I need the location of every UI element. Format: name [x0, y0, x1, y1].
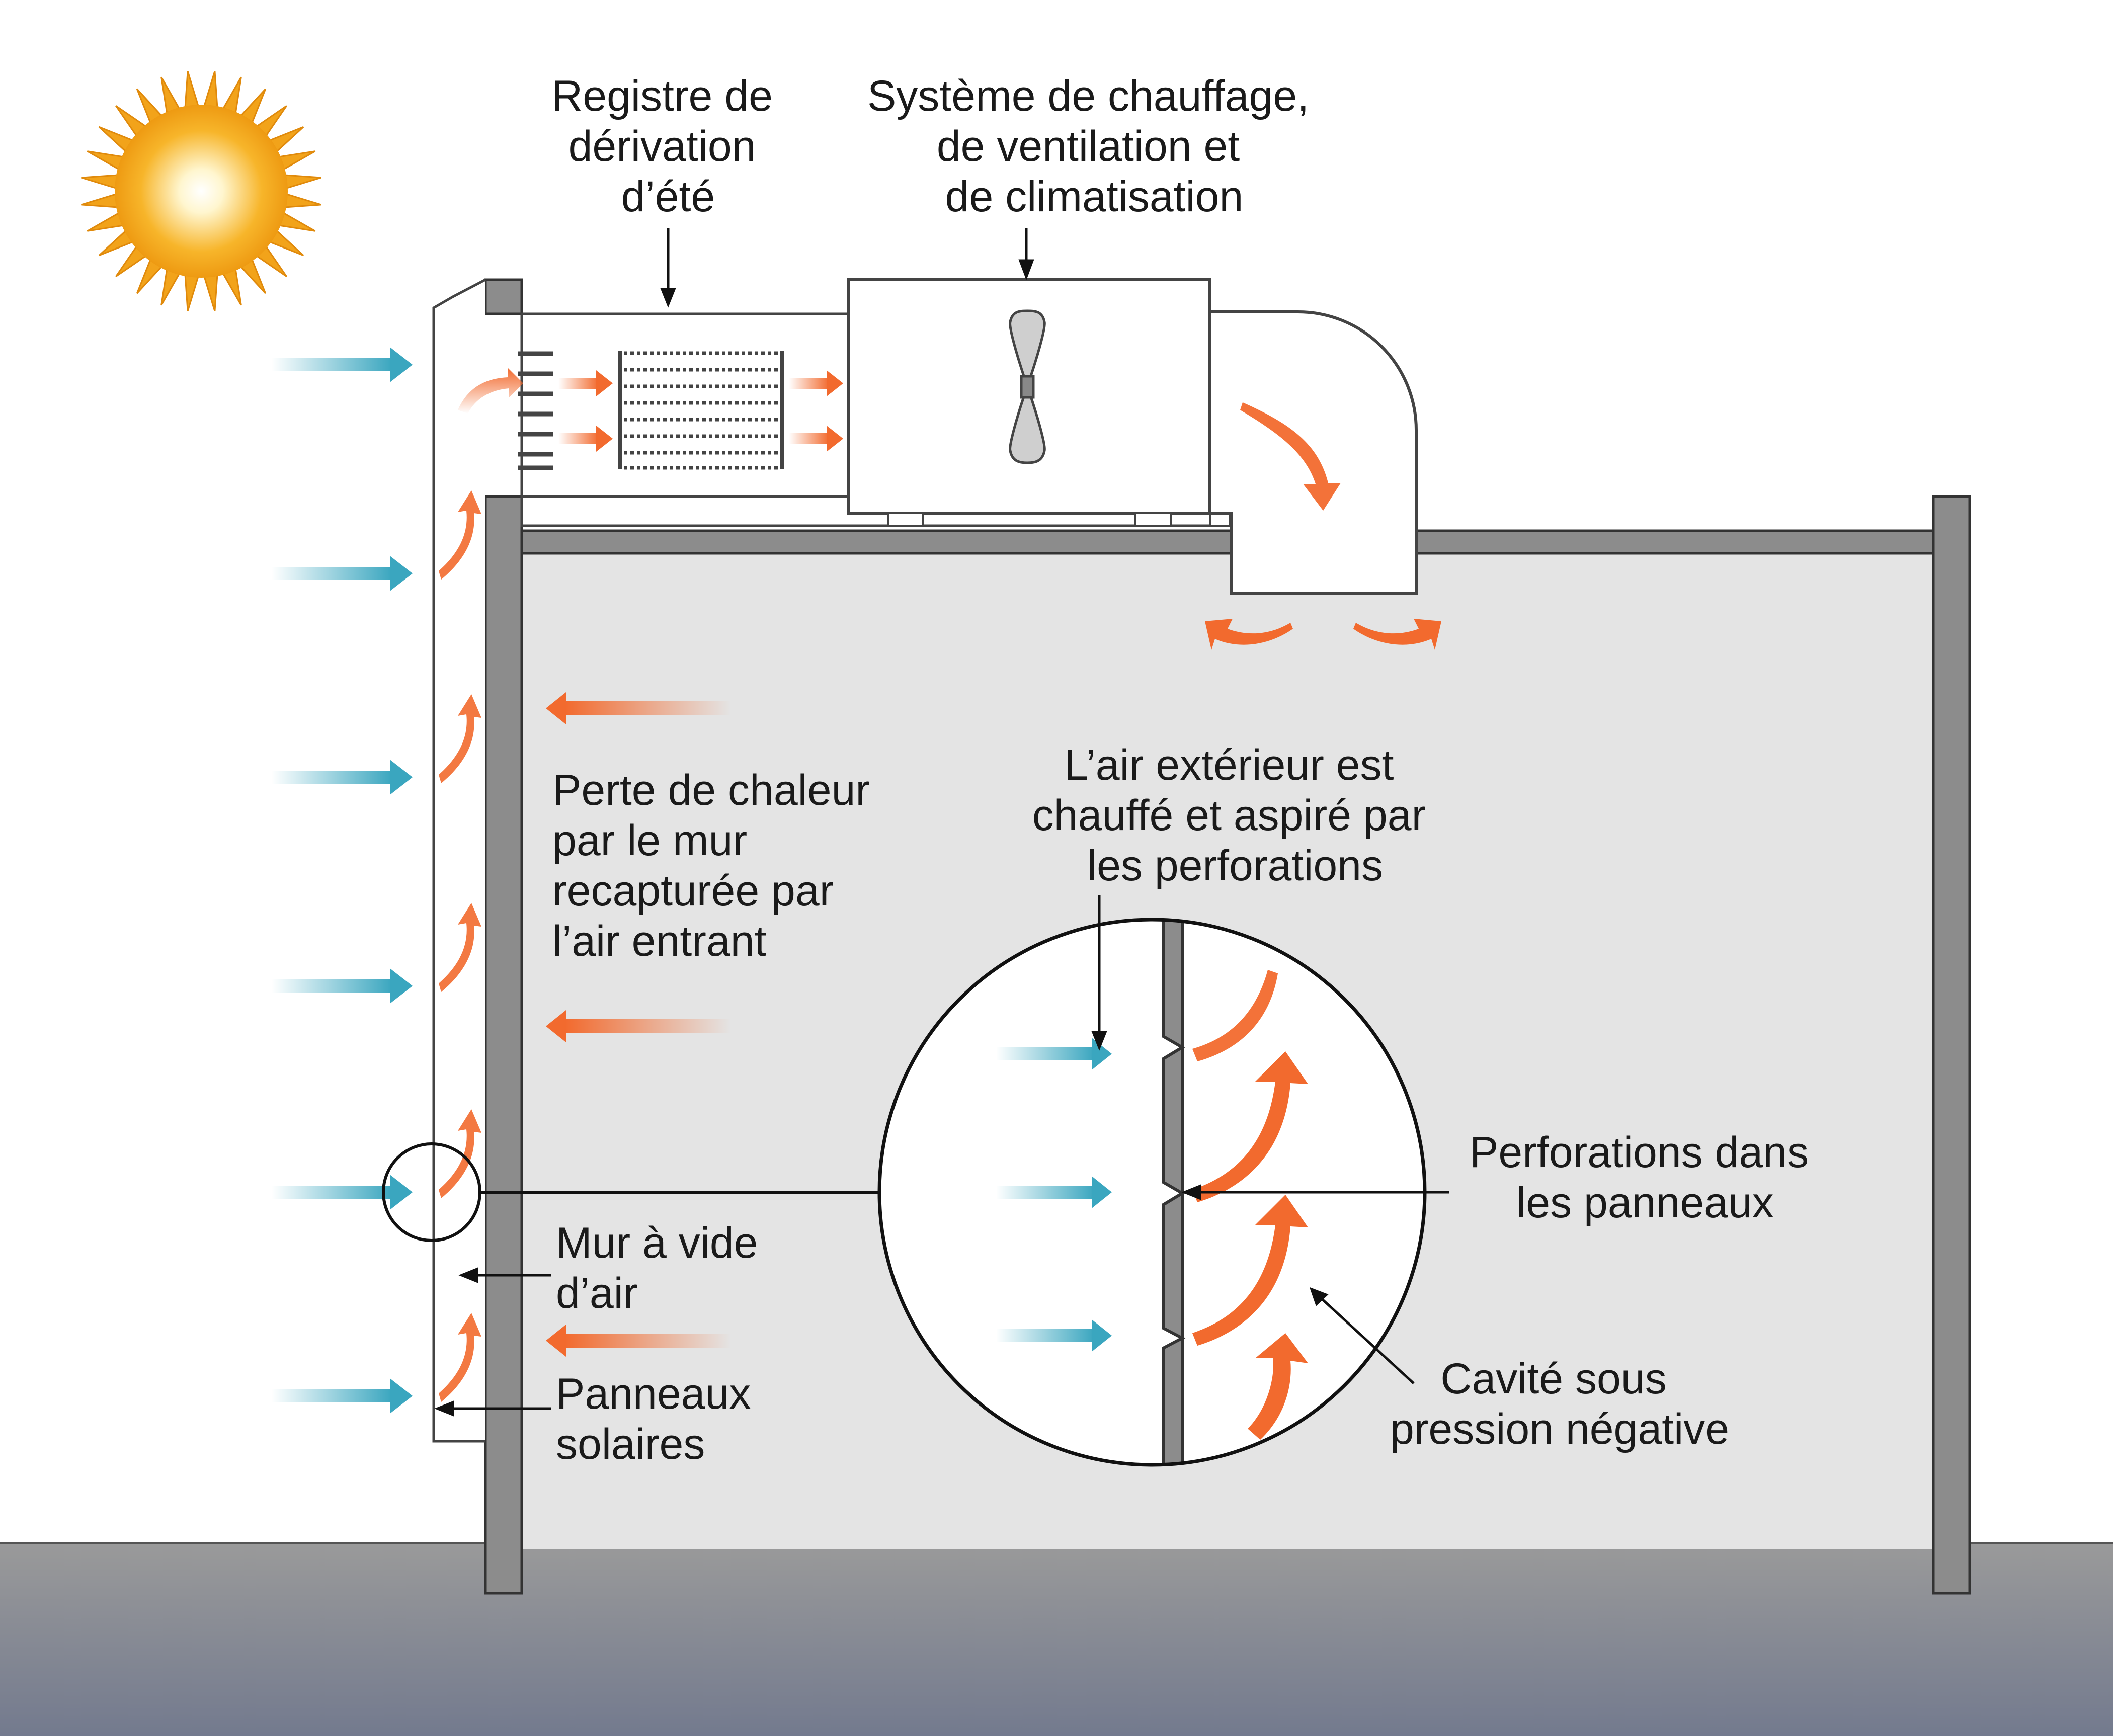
outside-air-label: L’air extérieur est chauffé et aspiré pa… — [1032, 741, 1438, 890]
heat-loss-label: Perte de chaleur par le mur recapturée p… — [552, 766, 882, 965]
cold-air-arrow — [272, 347, 413, 382]
cold-air-arrow — [272, 760, 413, 795]
fan-icon — [1009, 309, 1046, 464]
warm-air-arrow — [439, 490, 481, 580]
ground — [0, 1543, 2113, 1736]
filter-icon — [618, 351, 784, 470]
cold-air-arrows — [272, 347, 413, 1414]
cold-air-arrow — [272, 556, 413, 591]
warm-air-arrow — [439, 903, 481, 992]
air-wall-label: Mur à vide d’air — [556, 1219, 770, 1317]
roof — [484, 529, 1971, 555]
warm-air-duct-arrows — [458, 368, 1441, 650]
hvac-label: Système de chauffage, de ventilation et … — [867, 72, 1321, 221]
cold-air-arrow — [272, 968, 413, 1004]
louver-icon — [518, 351, 553, 470]
left-wall — [484, 495, 523, 1595]
bypass-damper-label: Registre de dérivation d’été — [551, 72, 785, 221]
warm-air-arrow — [439, 694, 481, 783]
warm-air-rising — [439, 490, 481, 1402]
perforations-label: Perforations dans les panneaux — [1470, 1128, 1821, 1227]
right-wall — [1932, 495, 1971, 1595]
cavity-label: Cavité sous pression négative — [1390, 1355, 1729, 1453]
warm-air-arrow — [439, 1109, 481, 1198]
sun-icon — [81, 71, 321, 311]
cold-air-arrow — [272, 1378, 413, 1414]
warm-air-arrow — [439, 1313, 481, 1402]
zoom-air-arrows — [996, 970, 1308, 1440]
heat-loss-arrows — [546, 692, 731, 1357]
solar-panel — [432, 278, 486, 1443]
solar-panels-label: Panneaux solaires — [556, 1370, 763, 1468]
cold-air-arrow — [272, 1175, 413, 1210]
